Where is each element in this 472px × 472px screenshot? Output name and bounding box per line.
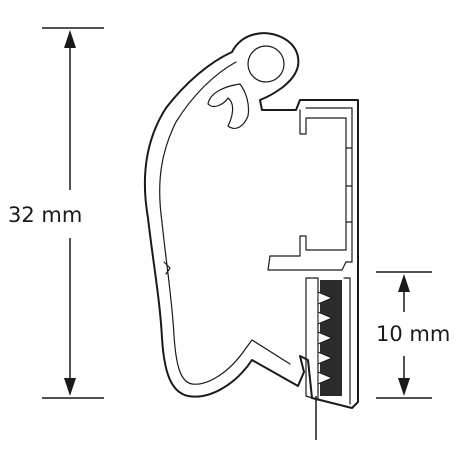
brush-height-label: 10 mm	[376, 322, 450, 346]
overall-arrow-up-icon	[64, 30, 76, 48]
profile-bead-circle	[247, 45, 285, 83]
brush-tooth-2	[317, 311, 334, 325]
brush-tooth-3	[317, 331, 334, 345]
profile-channel-outline	[267, 107, 353, 271]
brush-height-dimension: 10 mm	[376, 271, 450, 399]
overall-arrow-down-icon	[64, 378, 76, 396]
brush-arrow-down-icon	[398, 378, 410, 396]
overall-height-label: 32 mm	[8, 203, 82, 227]
brush-tooth-1	[317, 291, 334, 305]
profile-brush-holder	[305, 277, 319, 401]
brush-tooth-5	[317, 371, 334, 385]
overall-height-dimension: 32 mm	[8, 27, 104, 399]
profile-brush-holder-right	[343, 277, 351, 405]
profile-clip-detail	[207, 83, 250, 129]
brush-arrow-up-icon	[398, 274, 410, 292]
aluminium-profile	[143, 32, 359, 409]
brush-insert	[315, 280, 342, 440]
profile-inner-wall	[159, 61, 291, 385]
profile-side-notch	[163, 261, 171, 275]
brush-tooth-4	[317, 351, 334, 365]
profile-outer-outline	[143, 32, 359, 409]
